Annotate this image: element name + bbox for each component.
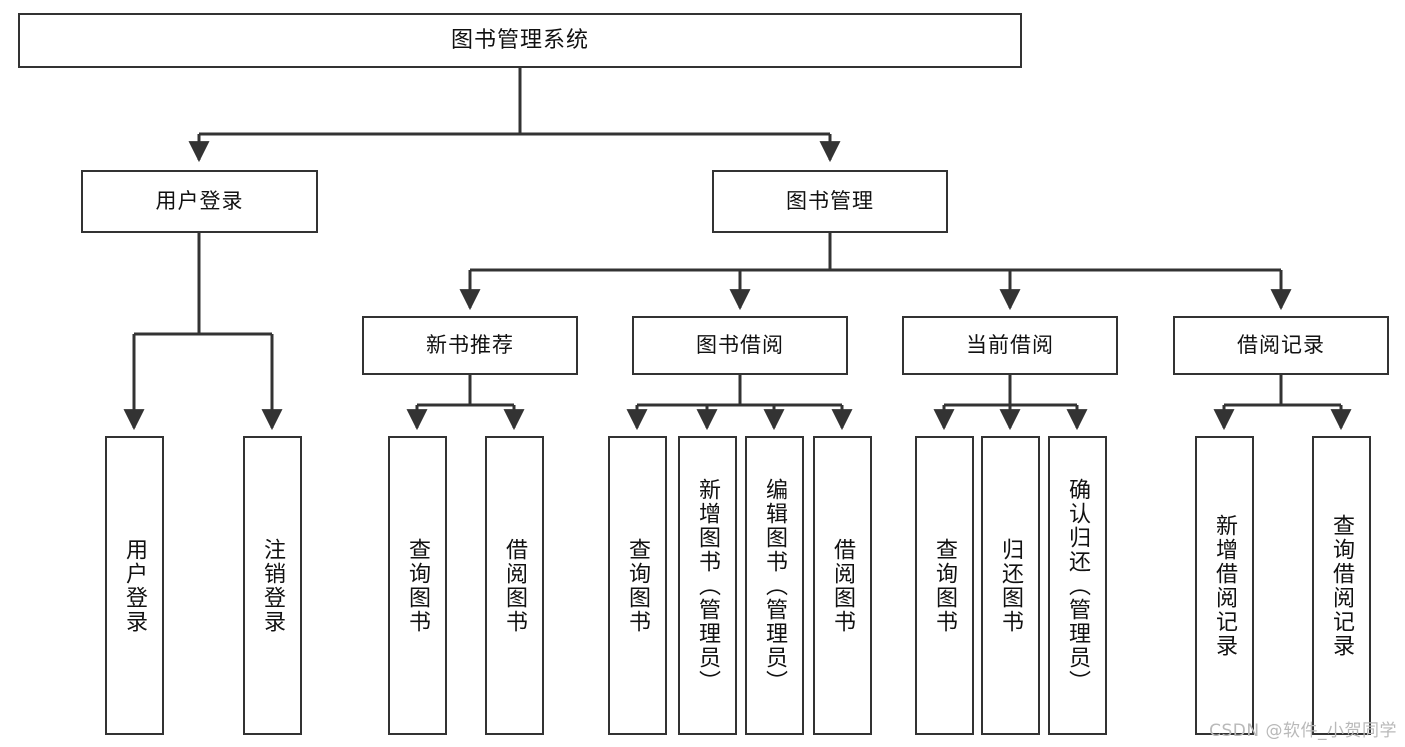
node-label: 新书推荐 xyxy=(426,333,514,358)
node-label: 用户登录 xyxy=(155,189,244,214)
node-book-management[interactable]: 图书管理 xyxy=(712,170,948,233)
node-label: 用户登录 xyxy=(122,537,148,634)
node-leaf-logout[interactable]: 注销登录 xyxy=(243,436,302,735)
node-label: 查询借阅记录 xyxy=(1329,513,1355,658)
node-user-login[interactable]: 用户登录 xyxy=(81,170,318,233)
node-current-borrow[interactable]: 当前借阅 xyxy=(902,316,1118,375)
node-borrow-records[interactable]: 借阅记录 xyxy=(1173,316,1389,375)
node-leaf-add-borrow-record[interactable]: 新增借阅记录 xyxy=(1195,436,1254,735)
node-book-borrow[interactable]: 图书借阅 xyxy=(632,316,848,375)
node-leaf-query-book-recommend[interactable]: 查询图书 xyxy=(388,436,447,735)
node-label: 借阅记录 xyxy=(1237,333,1325,358)
node-leaf-user-login[interactable]: 用户登录 xyxy=(105,436,164,735)
node-new-book-recommend[interactable]: 新书推荐 xyxy=(362,316,578,375)
node-label: 图书借阅 xyxy=(696,333,784,358)
node-label: 归还图书 xyxy=(998,537,1024,634)
node-label: 图书管理系统 xyxy=(450,27,589,53)
node-leaf-edit-book-admin[interactable]: 编辑图书（管理员） xyxy=(745,436,804,735)
node-leaf-add-book-admin[interactable]: 新增图书（管理员） xyxy=(678,436,737,735)
node-leaf-confirm-return-admin[interactable]: 确认归还（管理员） xyxy=(1048,436,1107,735)
node-label: 编辑图书（管理员） xyxy=(762,477,788,694)
node-label: 借阅图书 xyxy=(830,537,856,634)
node-label: 查询图书 xyxy=(405,537,431,634)
node-leaf-query-borrow-record[interactable]: 查询借阅记录 xyxy=(1312,436,1371,735)
node-label: 当前借阅 xyxy=(966,333,1054,358)
node-label: 查询图书 xyxy=(932,537,958,634)
node-label: 借阅图书 xyxy=(502,537,528,634)
node-label: 查询图书 xyxy=(625,537,651,634)
node-leaf-return-book[interactable]: 归还图书 xyxy=(981,436,1040,735)
node-root-book-management-system[interactable]: 图书管理系统 xyxy=(18,13,1022,68)
node-leaf-query-book-borrow[interactable]: 查询图书 xyxy=(608,436,667,735)
node-label: 注销登录 xyxy=(260,537,286,634)
node-leaf-query-book-current[interactable]: 查询图书 xyxy=(915,436,974,735)
node-label: 新增图书（管理员） xyxy=(695,477,721,694)
node-label: 图书管理 xyxy=(786,189,874,214)
node-label: 新增借阅记录 xyxy=(1212,513,1238,658)
node-label: 确认归还（管理员） xyxy=(1065,477,1091,694)
node-leaf-borrow-book-recommend[interactable]: 借阅图书 xyxy=(485,436,544,735)
node-leaf-borrow-book[interactable]: 借阅图书 xyxy=(813,436,872,735)
